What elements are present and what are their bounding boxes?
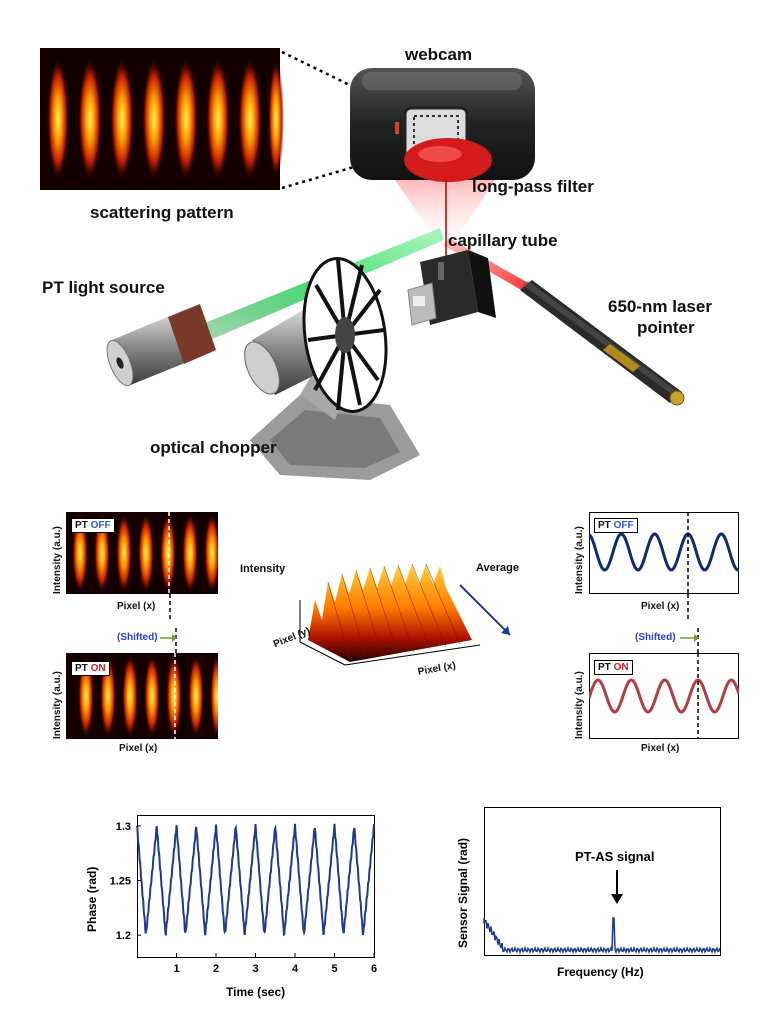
spectrum-ylabel: Sensor Signal (rad) [456, 838, 470, 948]
setup-illustration [40, 48, 685, 480]
average-arrow [459, 584, 511, 636]
right-top-pixel-x-label: Pixel (x) [641, 601, 680, 612]
capillary-holder [407, 250, 496, 326]
left-bottom-intensity-label: Intensity (a.u.) [52, 671, 63, 739]
phase-xtick-label: 2 [213, 963, 219, 975]
webcam-label: webcam [405, 45, 473, 64]
surface-average-label: Average [476, 562, 520, 574]
surface-z-label: Intensity [240, 563, 286, 575]
pt-light-source [106, 304, 216, 387]
phase-xtick-label: 4 [292, 963, 299, 975]
left-bottom-pixel-x-label: Pixel (x) [119, 743, 158, 754]
laser-pointer-label-2: pointer [637, 318, 695, 337]
optical-chopper [244, 257, 420, 480]
optical-chopper-label: optical chopper [150, 438, 277, 457]
phase-ylabel: Phase (rad) [85, 867, 99, 932]
spectrum-series-line [483, 917, 721, 955]
spectrum-plot-frame [484, 807, 721, 956]
phase-ytick-label: 1.2 [116, 930, 131, 942]
phase-series-line [136, 823, 375, 937]
pt-on-badge-right: PT ON [594, 660, 633, 675]
pt-on-badge-left: PT ON [71, 661, 110, 676]
phase-ytick-label: 1.25 [110, 876, 131, 888]
pt-light-source-label: PT light source [42, 278, 165, 297]
phase-ytick-label: 1.3 [116, 821, 131, 833]
spectrum-xlabel: Frequency (Hz) [557, 965, 644, 979]
left-top-intensity-label: Intensity (a.u.) [52, 526, 63, 594]
left-top-pixel-x-label: Pixel (x) [117, 601, 156, 612]
capillary-tube-label: capillary tube [448, 231, 558, 250]
right-shifted-label: (Shifted) [635, 632, 676, 643]
phase-chart: 1 2 3 4 5 6 1.2 1.25 1.3 Phase (rad) Time (sec) [85, 815, 377, 999]
phase-xtick-label: 5 [332, 963, 338, 975]
pt-off-badge-right: PT OFF [594, 518, 638, 533]
left-shift-connectors [160, 594, 177, 656]
right-top-intensity-label: Intensity (a.u.) [574, 526, 585, 594]
long-pass-filter-label: long-pass filter [472, 177, 594, 196]
spectrum-chart: PT-AS signal Sensor Signal (rad) Frequen… [456, 807, 721, 979]
pt-off-badge-left: PT OFF [71, 518, 115, 533]
surface-plot [299, 563, 481, 666]
phase-xtick-label: 6 [371, 963, 377, 975]
phase-xlabel: Time (sec) [226, 985, 285, 999]
laser-pointer [520, 280, 685, 406]
phase-xtick-label: 1 [174, 963, 180, 975]
laser-pointer-label-1: 650-nm laser [608, 297, 712, 316]
webcam-device [350, 68, 535, 182]
left-shifted-label: (Shifted) [117, 632, 158, 643]
right-bottom-intensity-label: Intensity (a.u.) [574, 671, 585, 739]
right-shift-connectors [680, 594, 699, 656]
scattering-pattern-label: scattering pattern [90, 203, 234, 222]
pt-as-arrowhead [611, 894, 623, 904]
right-bottom-pixel-x-label: Pixel (x) [641, 743, 680, 754]
pt-as-annotation: PT-AS signal [575, 849, 654, 864]
phase-xtick-label: 3 [253, 963, 259, 975]
